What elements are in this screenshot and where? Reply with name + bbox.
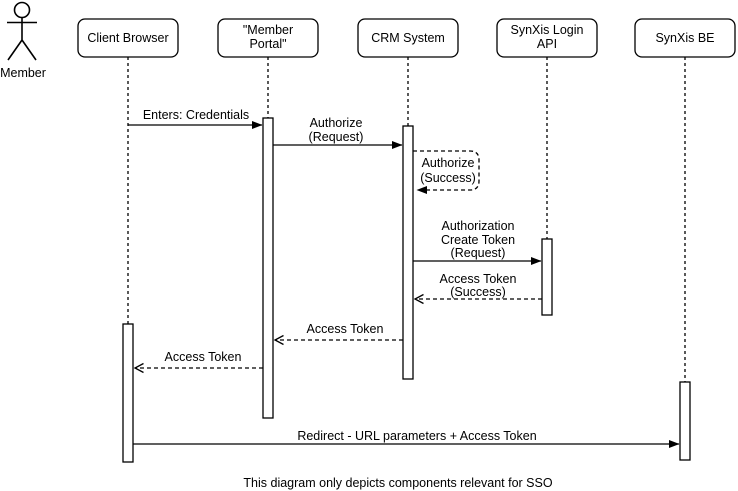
participant-synxis-be: SynXis BE — [634, 18, 736, 58]
participant-synxis-login-api-label-line1: SynXis Login — [511, 23, 584, 37]
message-enters-credentials-label: Enters: Credentials — [143, 108, 249, 122]
activation-crm-system — [402, 125, 414, 380]
message-authorize-request: Authorize (Request) — [273, 116, 403, 149]
message-redirect-url-params: Redirect - URL parameters + Access Token — [133, 429, 680, 448]
participant-synxis-be-label: SynXis BE — [655, 31, 714, 45]
actor-body-icon — [7, 17, 37, 61]
message-authorize-success-self: Authorize (Success) — [413, 150, 480, 194]
participant-client-browser: Client Browser — [77, 18, 179, 58]
footer-note: This diagram only depicts components rel… — [243, 476, 552, 490]
participant-member-portal: "Member Portal" — [217, 18, 319, 58]
message-redirect-url-params-label: Redirect - URL parameters + Access Token — [297, 429, 536, 443]
message-authorization-create-token-request: Authorization Create Token (Request) — [413, 219, 542, 265]
message-access-token-success: Access Token (Success) — [413, 272, 542, 305]
message-auth-create-token-label-line1: Authorization — [442, 219, 515, 233]
message-authorize-request-label-line1: Authorize — [310, 116, 363, 130]
participant-crm-system: CRM System — [357, 18, 459, 58]
participant-synxis-login-api-label-line2: API — [537, 37, 557, 51]
message-access-token-to-portal: Access Token — [273, 322, 403, 346]
message-authorize-success-label-line1: Authorize — [422, 156, 475, 170]
participant-member-portal-label-line1: "Member — [243, 23, 293, 37]
message-auth-create-token-label-line2: Create Token — [441, 233, 515, 247]
participant-synxis-login-api: SynXis Login API — [496, 18, 598, 58]
message-access-token-to-browser: Access Token — [133, 350, 263, 374]
activation-client-browser — [122, 323, 134, 463]
message-access-token-to-portal-label: Access Token — [307, 322, 384, 336]
activation-synxis-login-api — [541, 238, 553, 316]
activation-synxis-be — [679, 381, 691, 461]
actor-head-icon — [13, 1, 31, 19]
actor-member-label: Member — [0, 66, 46, 80]
message-enters-credentials: Enters: Credentials — [128, 108, 263, 129]
message-authorize-success-label-line2: (Success) — [420, 171, 476, 185]
participant-client-browser-label: Client Browser — [87, 31, 168, 45]
participant-member-portal-label-line2: Portal" — [249, 37, 286, 51]
message-authorize-request-label-line2: (Request) — [309, 130, 364, 144]
message-access-token-success-label-line1: Access Token — [440, 272, 517, 286]
message-access-token-success-label-line2: (Success) — [450, 285, 506, 299]
participant-crm-system-label: CRM System — [371, 31, 445, 45]
actor-member: Member — [0, 1, 46, 80]
message-auth-create-token-label-line3: (Request) — [451, 246, 506, 260]
message-access-token-to-browser-label: Access Token — [165, 350, 242, 364]
activation-member-portal — [262, 117, 274, 419]
